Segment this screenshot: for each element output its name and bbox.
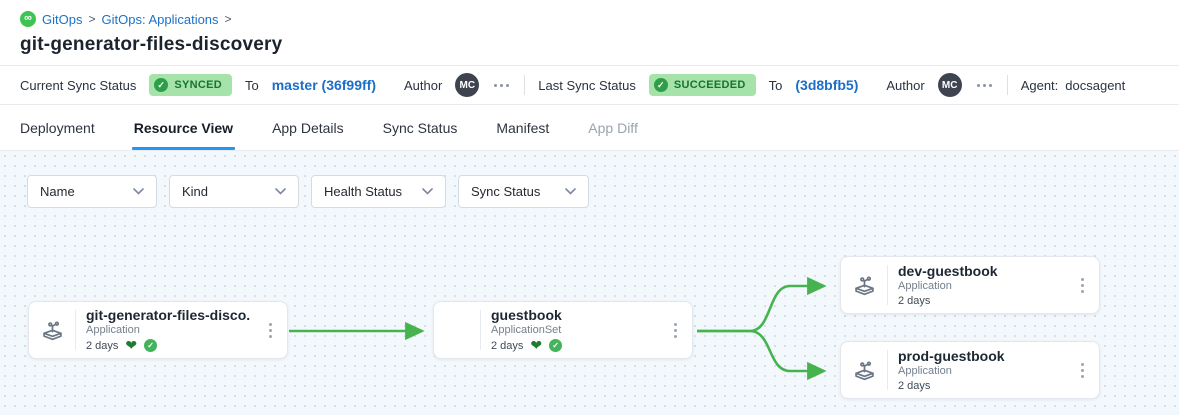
- graph-node-dev-guestbook[interactable]: dev-guestbook Application 2 days: [840, 256, 1100, 314]
- agent-info: Agent: docsagent: [1021, 78, 1126, 93]
- current-revision-link[interactable]: master (36f99ff): [271, 77, 376, 93]
- chevron-down-icon: [133, 188, 144, 195]
- filter-kind-dropdown[interactable]: Kind: [169, 175, 299, 208]
- node-kind: Application: [86, 324, 140, 336]
- gitops-logo-icon: ∞: [20, 11, 36, 27]
- page-header: ∞ GitOps > GitOps: Applications > git-ge…: [0, 0, 1179, 65]
- last-sync-status-badge-label: SUCCEEDED: [673, 79, 746, 91]
- divider: [1006, 75, 1008, 95]
- current-sync-status-label: Current Sync Status: [20, 77, 137, 93]
- node-age: 2 days: [898, 294, 931, 307]
- node-title: git-generator-files-disco...: [86, 307, 251, 323]
- node-title: dev-guestbook: [898, 262, 998, 279]
- filter-kind-label: Kind: [182, 184, 209, 199]
- graph-node-guestbook[interactable]: guestbook ApplicationSet 2 days ❤ ✓: [433, 301, 693, 359]
- current-sync-status-badge-label: SYNCED: [174, 79, 222, 91]
- node-kind: ApplicationSet: [491, 324, 562, 336]
- node-body: prod-guestbook Application 2 days: [888, 343, 1073, 398]
- tab-bar: Deployment Resource View App Details Syn…: [0, 105, 1179, 151]
- page-title: git-generator-files-discovery: [20, 34, 283, 55]
- application-icon: [29, 317, 75, 344]
- chevron-down-icon: [565, 188, 576, 195]
- node-more-options-icon[interactable]: [666, 322, 684, 338]
- agent-label: Agent:: [1020, 77, 1059, 93]
- last-sync-status-label: Last Sync Status: [538, 77, 636, 93]
- divider: [524, 75, 526, 95]
- sync-check-icon: ✓: [144, 339, 158, 352]
- divider: [887, 265, 888, 305]
- breadcrumb-separator: >: [224, 12, 232, 26]
- graph-edges: [289, 276, 827, 381]
- sync-status-bar: Current Sync Status ✓ SYNCED To master (…: [0, 65, 1179, 105]
- health-heart-icon: ❤: [125, 337, 138, 353]
- last-author-label: Author: [886, 77, 925, 93]
- check-circle-icon: ✓: [154, 78, 169, 92]
- filter-name-label: Name: [40, 184, 75, 199]
- application-icon: [841, 357, 887, 384]
- graph-node-git-generator[interactable]: git-generator-files-disco... Application…: [28, 301, 288, 359]
- node-more-options-icon[interactable]: [261, 322, 279, 338]
- node-age: 2 days: [86, 339, 119, 352]
- filter-health-status-label: Health Status: [324, 184, 403, 199]
- node-body: git-generator-files-disco... Application…: [76, 302, 261, 358]
- filter-sync-status-label: Sync Status: [471, 184, 541, 199]
- current-author-avatar[interactable]: MC: [455, 73, 480, 97]
- node-kind: Application: [898, 364, 952, 377]
- node-body: dev-guestbook Application 2 days: [888, 258, 1073, 313]
- tab-sync-status[interactable]: Sync Status: [382, 119, 458, 136]
- graph-node-prod-guestbook[interactable]: prod-guestbook Application 2 days: [840, 341, 1100, 399]
- breadcrumb-applications[interactable]: GitOps: Applications: [101, 11, 219, 27]
- sync-check-icon: ✓: [549, 339, 563, 352]
- application-icon: [841, 272, 887, 299]
- last-author-avatar[interactable]: MC: [937, 73, 962, 97]
- node-more-options-icon[interactable]: [1073, 277, 1091, 293]
- node-age: 2 days: [491, 339, 524, 352]
- agent-value: docsagent: [1065, 77, 1126, 93]
- node-body: guestbook ApplicationSet 2 days ❤ ✓: [481, 302, 666, 358]
- check-circle-icon: ✓: [653, 78, 668, 92]
- filter-health-status-dropdown[interactable]: Health Status: [311, 175, 446, 208]
- filter-name-dropdown[interactable]: Name: [27, 175, 157, 208]
- chevron-down-icon: [422, 188, 433, 195]
- current-more-options-icon[interactable]: [492, 80, 511, 91]
- tab-manifest[interactable]: Manifest: [496, 119, 550, 136]
- current-author-label: Author: [403, 77, 443, 93]
- breadcrumb-separator: >: [88, 12, 96, 26]
- node-kind: Application: [898, 279, 952, 292]
- tab-deployment[interactable]: Deployment: [20, 119, 95, 136]
- breadcrumb-gitops[interactable]: GitOps: [42, 11, 83, 27]
- last-more-options-icon[interactable]: [975, 80, 994, 91]
- filter-sync-status-dropdown[interactable]: Sync Status: [458, 175, 589, 208]
- divider: [887, 350, 888, 390]
- divider: [75, 310, 76, 350]
- last-sync-status-badge: ✓ SUCCEEDED: [648, 74, 756, 96]
- chevron-down-icon: [275, 188, 286, 195]
- divider: [480, 310, 481, 350]
- current-sync-status-badge: ✓ SYNCED: [149, 74, 232, 96]
- current-to-label: To: [244, 77, 259, 93]
- health-heart-icon: ❤: [530, 337, 543, 353]
- node-more-options-icon[interactable]: [1073, 362, 1091, 378]
- resource-graph-canvas: Name Kind Health Status Sync Status: [0, 151, 1179, 415]
- tab-resource-view[interactable]: Resource View: [131, 105, 236, 150]
- tab-app-details[interactable]: App Details: [272, 119, 344, 136]
- last-revision-link[interactable]: (3d8bfb5): [795, 77, 859, 93]
- node-age: 2 days: [898, 379, 931, 392]
- tab-app-diff: App Diff: [588, 119, 638, 136]
- breadcrumb: ∞ GitOps > GitOps: Applications >: [20, 11, 1159, 27]
- node-title: prod-guestbook: [898, 347, 1005, 364]
- last-to-label: To: [768, 77, 783, 93]
- node-title: guestbook: [491, 307, 562, 323]
